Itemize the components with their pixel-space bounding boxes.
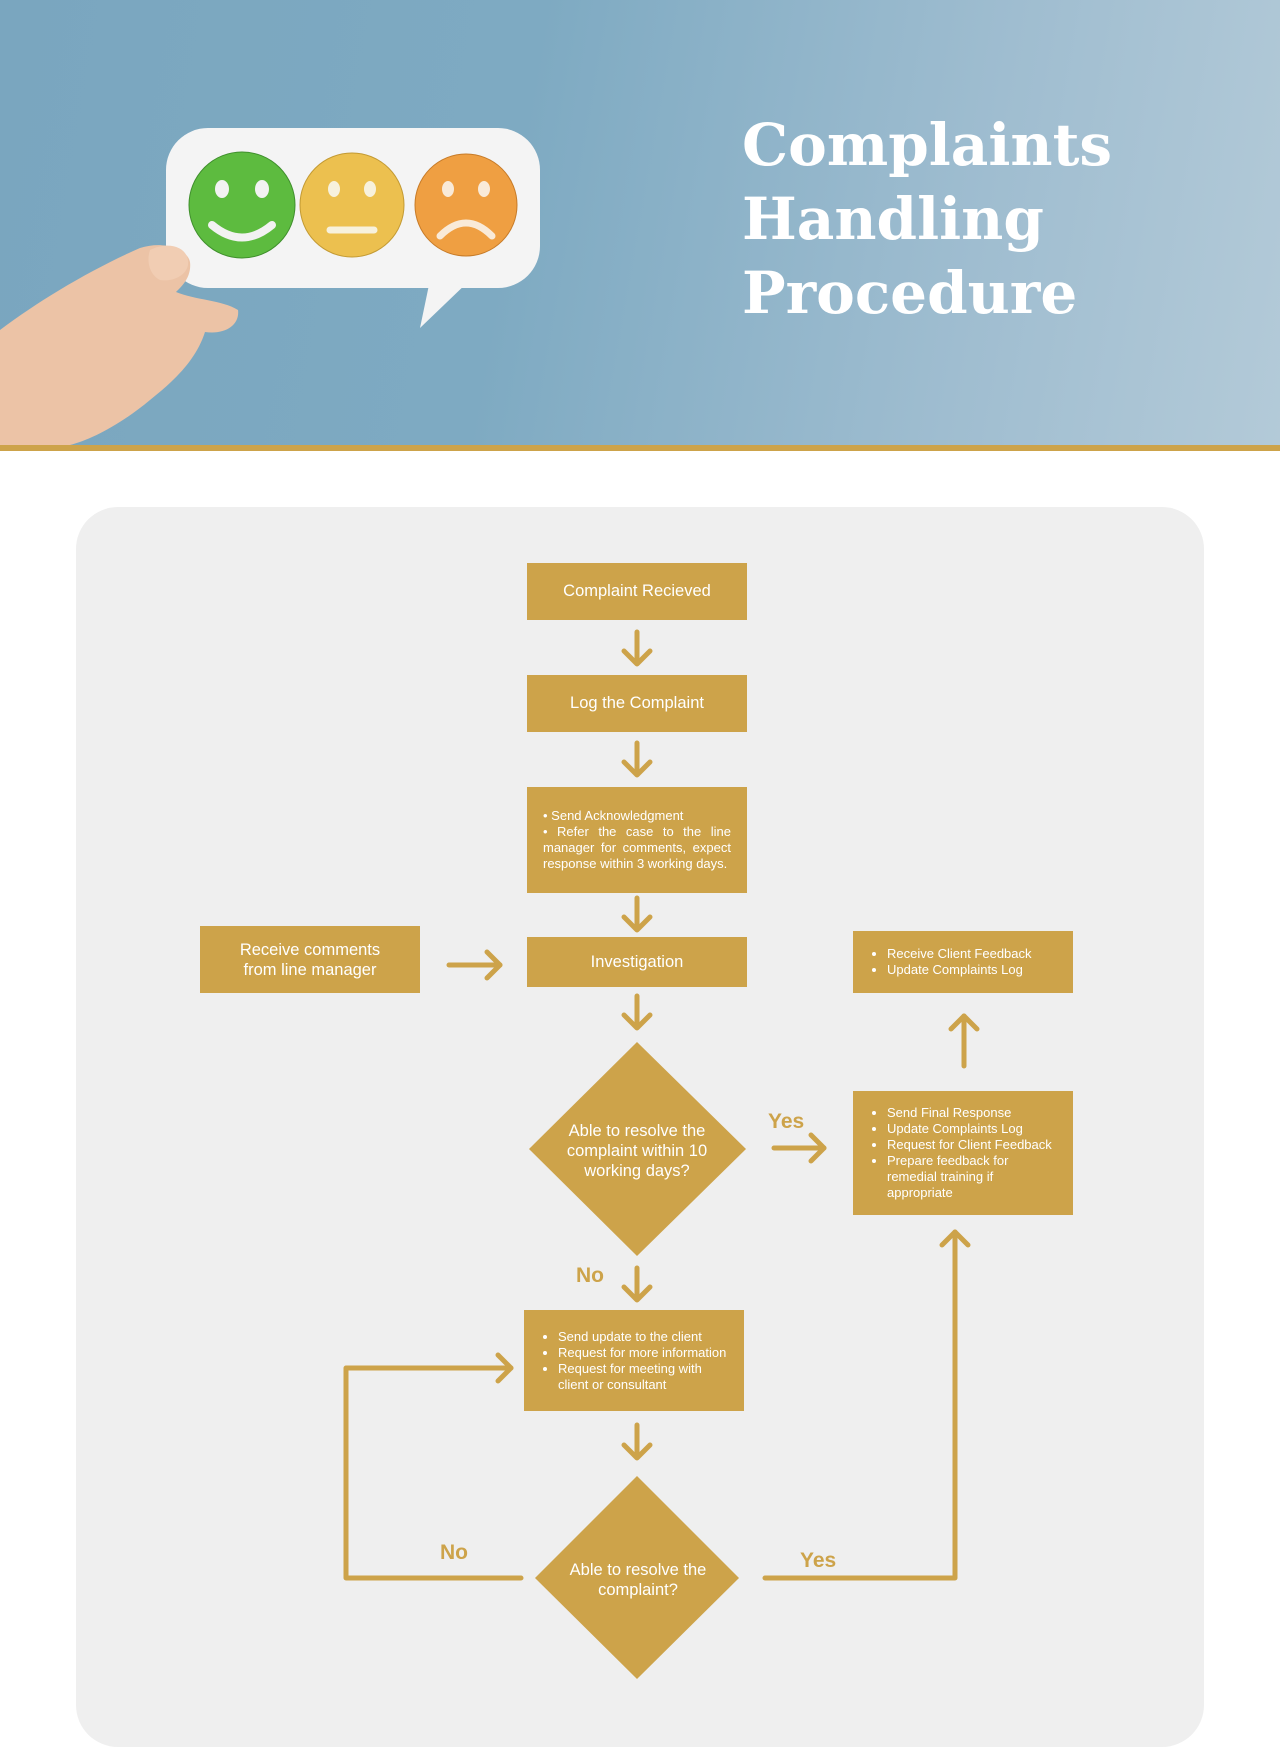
step-bullets: • Send Acknowledgment • Refer the case t… (527, 808, 747, 872)
hand-illustration (0, 245, 239, 445)
neutral-face-icon (299, 152, 405, 258)
step-bullets: Send Final Response Update Complaints Lo… (853, 1105, 1073, 1201)
yes-label: Yes (800, 1549, 837, 1572)
step-client-feedback: Receive Client Feedback Update Complaint… (853, 931, 1073, 993)
hero-divider (0, 445, 1280, 451)
step-investigation: Investigation (527, 937, 747, 987)
title-line: Procedure (742, 259, 1078, 327)
no-label: No (440, 1541, 468, 1564)
bullet-item: Request for Client Feedback (887, 1137, 1057, 1153)
arrow-right-icon (446, 949, 503, 981)
bullet-item: Update Complaints Log (887, 962, 1057, 978)
bullet-item: • Refer the case to the line manager for… (543, 824, 731, 871)
arrow-down-icon (621, 895, 653, 933)
step-update-client: Send update to the client Request for mo… (524, 1310, 744, 1411)
yes-label: Yes (768, 1110, 805, 1133)
title-line: Handling (742, 185, 1044, 253)
bullet-item: Send update to the client (558, 1329, 728, 1345)
step-label: Receive comments from line manager (239, 940, 381, 979)
arrow-down-icon (621, 1265, 653, 1303)
bullet-item: Receive Client Feedback (887, 946, 1057, 962)
step-bullets: Receive Client Feedback Update Complaint… (853, 946, 1073, 978)
step-complaint-received: Complaint Recieved (527, 563, 747, 620)
title-line: Complaints (742, 111, 1113, 179)
yes-connector (762, 1229, 971, 1581)
bullet-item: • Send Acknowledgment (543, 808, 684, 823)
step-label: Investigation (590, 952, 684, 971)
step-log-complaint: Log the Complaint (527, 675, 747, 732)
decision-text: Able to resolve the complaint? (569, 1561, 707, 1599)
arrow-down-icon (621, 993, 653, 1031)
bullet-item: Request for meeting with client or consu… (558, 1361, 728, 1393)
bullet-item: Request for more information (558, 1345, 728, 1361)
arrow-up-icon (948, 1013, 980, 1069)
bullet-item: Update Complaints Log (887, 1121, 1057, 1137)
decision-1-label: Able to resolve the complaint within 10 … (555, 1121, 719, 1181)
arrow-down-icon (621, 629, 653, 667)
step-label: Log the Complaint (570, 694, 704, 712)
no-label: No (576, 1264, 604, 1287)
arrow-down-icon (621, 1422, 653, 1461)
step-label: Complaint Recieved (563, 582, 711, 600)
decision-diamond-2 (535, 1476, 739, 1679)
step-receive-comments: Receive comments from line manager (200, 926, 420, 993)
decision-2-label: Able to resolve the complaint? (562, 1560, 714, 1600)
decision-diamond-1 (529, 1042, 746, 1256)
step-acknowledgment: • Send Acknowledgment • Refer the case t… (527, 787, 747, 893)
arrow-right-icon (771, 1132, 827, 1164)
bullet-item: Prepare feedback for remedial training i… (887, 1153, 1057, 1201)
step-final-response: Send Final Response Update Complaints Lo… (853, 1091, 1073, 1215)
decision-text: Able to resolve the complaint within 10 … (566, 1122, 708, 1180)
loop-back-connector (343, 1352, 524, 1581)
bullet-item: Send Final Response (887, 1105, 1057, 1121)
emoji-rating-illustration (0, 128, 540, 445)
happy-face-icon (188, 151, 296, 259)
step-bullets: Send update to the client Request for mo… (524, 1329, 744, 1393)
page-title: Complaints Handling Procedure (742, 108, 1112, 330)
arrow-down-icon (621, 740, 653, 778)
sad-face-icon (414, 153, 518, 257)
